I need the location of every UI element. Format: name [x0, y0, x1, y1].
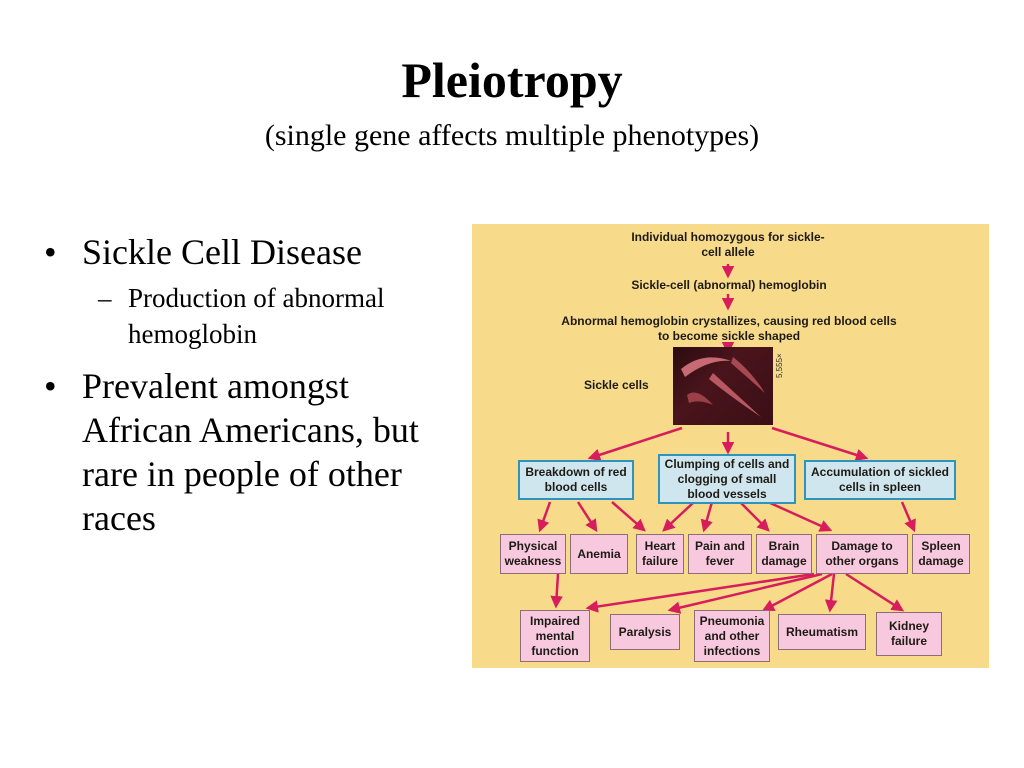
slide-subtitle: (single gene affects multiple phenotypes…: [264, 119, 760, 152]
heart-failure-box: Heart failure: [636, 534, 684, 574]
spleen-damage-box: Spleen damage: [912, 534, 970, 574]
anemia-box: Anemia: [570, 534, 628, 574]
bullet-text: Sickle Cell Disease: [82, 232, 362, 272]
paralysis-box: Paralysis: [610, 614, 680, 650]
bullet-list: • Sickle Cell Disease – Production of ab…: [40, 230, 460, 540]
accumulation-box: Accumulation of sickled cells in spleen: [804, 460, 956, 500]
damage-organs-box: Damage to other organs: [816, 534, 908, 574]
rheumatism-box: Rheumatism: [778, 614, 866, 650]
sickle-cells-photo: [673, 347, 773, 425]
step-crystallizes: Abnormal hemoglobin crystallizes, causin…: [561, 314, 897, 343]
impaired-mental-box: Impaired mental function: [520, 610, 590, 662]
step-abnormal-hemoglobin: Sickle-cell (abnormal) hemoglobin: [631, 278, 827, 292]
pain-fever-box: Pain and fever: [688, 534, 752, 574]
photo-label: Sickle cells: [584, 378, 649, 392]
pneumonia-box: Pneumonia and other infections: [694, 610, 770, 662]
magnification-label: 5,555×: [775, 353, 784, 378]
clumping-box: Clumping of cells and clogging of small …: [658, 454, 796, 504]
sub-bullet-text: Production of abnormal hemoglobin: [128, 283, 385, 349]
dash-icon: –: [98, 283, 112, 313]
pleiotropy-diagram: Individual homozygous for sickle-cell al…: [472, 224, 989, 668]
bullet-prevalence: • Prevalent amongst African Americans, b…: [40, 364, 460, 540]
kidney-failure-box: Kidney failure: [876, 612, 942, 656]
breakdown-box: Breakdown of red blood cells: [518, 460, 634, 500]
sub-bullet-hemoglobin: – Production of abnormal hemoglobin: [40, 280, 460, 352]
bullet-text: Prevalent amongst African Americans, but…: [82, 366, 419, 538]
arrows-layer: [537, 264, 916, 614]
bullet-dot-icon: •: [44, 232, 57, 272]
bullet-sickle-cell: • Sickle Cell Disease: [40, 230, 460, 274]
physical-weakness-box: Physical weakness: [500, 534, 566, 574]
slide-title: Pleiotropy: [401, 52, 623, 108]
brain-damage-box: Brain damage: [756, 534, 812, 574]
step-homozygous: Individual homozygous for sickle-cell al…: [631, 230, 825, 259]
bullet-dot-icon: •: [44, 366, 57, 406]
